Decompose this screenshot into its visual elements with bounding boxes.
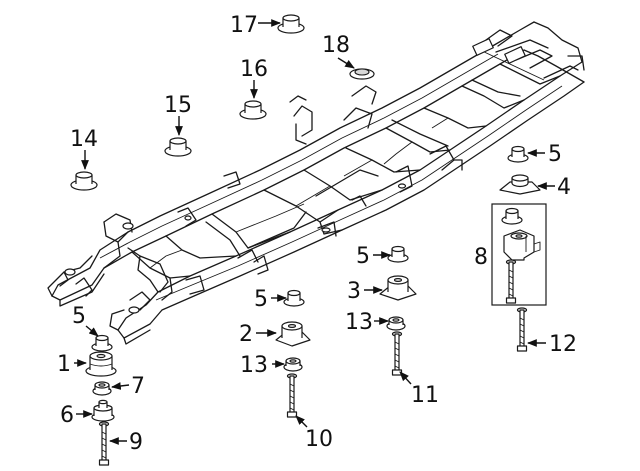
bolt-9 [98,421,110,466]
nut-14 [70,171,98,191]
callout-5-middle: 5 [356,244,370,269]
mount-6 [91,399,115,422]
nut-5-middle [387,245,409,263]
callout-4: 4 [557,175,571,200]
nut-15 [164,137,192,157]
washer-7 [92,381,112,396]
callout-6: 6 [60,403,74,428]
callout-labels: 17 18 16 15 14 5 4 8 5 3 13 12 11 5 2 13… [57,13,577,455]
mount-1 [85,351,117,377]
washer-18 [349,68,375,80]
washer-13-left [283,357,303,372]
callout-9: 9 [129,430,143,455]
callout-5-left-middle: 5 [254,287,268,312]
washer-13-right [386,316,406,331]
nut-5-bottom-left [91,334,113,352]
nut-5-top-right [507,145,529,163]
callout-12: 12 [549,332,577,357]
callout-1: 1 [57,352,71,377]
vehicle-frame [47,21,585,345]
callout-17: 17 [230,13,258,38]
callout-3: 3 [347,279,361,304]
callout-5-top-right: 5 [548,142,562,167]
callout-10: 10 [305,427,333,452]
bolt-12 [516,307,528,352]
nut-5-left-middle [283,289,305,307]
bolt-10 [286,373,298,418]
bolt-11 [391,331,403,376]
callout-8: 8 [474,245,488,270]
nut-17 [277,14,305,34]
callout-18: 18 [322,33,350,58]
callout-5-bottom-left: 5 [72,304,86,329]
callout-14: 14 [70,127,98,152]
callout-11: 11 [411,383,439,408]
nut-16 [239,100,267,120]
callout-13-right: 13 [345,310,373,335]
mount-3 [379,275,417,301]
callout-13-left: 13 [240,353,268,378]
mount-4 [499,174,541,195]
leader-arrows [74,19,555,445]
mount-2 [275,321,311,347]
callout-16: 16 [240,57,268,82]
assembly-8-box [491,203,547,306]
callout-15: 15 [164,93,192,118]
callout-7: 7 [131,374,145,399]
callout-2: 2 [239,322,253,347]
